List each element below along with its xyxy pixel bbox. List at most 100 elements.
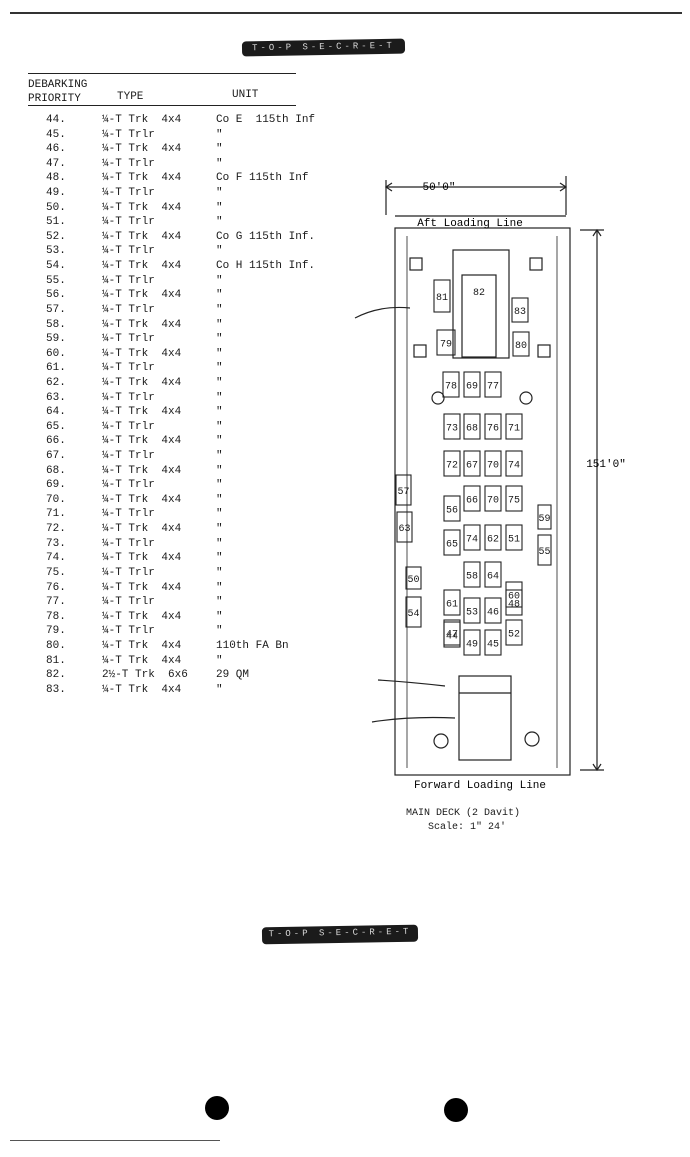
header-type: TYPE	[117, 91, 144, 103]
vehicle-slot	[511, 297, 529, 323]
top-page-rule	[10, 12, 682, 14]
vehicle-82-box	[461, 274, 497, 358]
priority-cell: 44.	[46, 114, 66, 126]
priority-cell: 67.	[46, 450, 66, 463]
unit-cell: "	[216, 435, 223, 448]
header-priority-line2: PRIORITY	[28, 93, 81, 105]
type-cell: ¼-T Trlr	[102, 479, 155, 492]
table-row: 51.¼-T Trlr"	[28, 215, 348, 230]
table-row: 49.¼-T Trlr"	[28, 186, 348, 201]
davit-square-4	[537, 344, 551, 358]
type-cell: 2½-T Trk 6x6	[102, 669, 188, 682]
vehicle-number-label: 77	[487, 382, 499, 393]
forward-loading-line-label: Forward Loading Line	[414, 780, 546, 792]
vehicle-number-label: 74	[508, 461, 520, 472]
priority-cell: 64.	[46, 406, 66, 419]
unit-cell: "	[216, 654, 223, 667]
priority-cell: 69.	[46, 479, 66, 492]
unit-cell: "	[216, 187, 223, 200]
type-cell: ¼-T Trlr	[102, 245, 155, 258]
table-row: 64.¼-T Trk 4x4"	[28, 405, 348, 420]
priority-cell: 80.	[46, 639, 66, 652]
unit-cell: "	[216, 406, 223, 419]
vehicle-number-label: 44	[446, 632, 458, 643]
unit-cell: "	[216, 537, 223, 550]
type-cell: ¼-T Trlr	[102, 187, 155, 200]
vehicle-slot	[442, 371, 460, 398]
vehicle-number-label: 48	[508, 600, 520, 611]
table-row: 59.¼-T Trlr"	[28, 332, 348, 347]
table-row: 79.¼-T Trlr"	[28, 624, 348, 639]
unit-cell: "	[216, 376, 223, 389]
davit-square-1	[409, 257, 423, 271]
type-cell: ¼-T Trlr	[102, 391, 155, 404]
table-row: 58.¼-T Trk 4x4"	[28, 318, 348, 333]
unit-cell: "	[216, 493, 223, 506]
unit-cell: "	[216, 333, 223, 346]
table-row: 53.¼-T Trlr"	[28, 244, 348, 259]
unit-cell: "	[216, 625, 223, 638]
table-row: 73.¼-T Trlr"	[28, 537, 348, 552]
type-cell: ¼-T Trk 4x4	[102, 683, 182, 696]
priority-cell: 65.	[46, 420, 66, 433]
unit-cell: "	[216, 201, 223, 214]
priority-cell: 51.	[46, 216, 66, 229]
table-row: 61.¼-T Trlr"	[28, 361, 348, 376]
bitt-2	[519, 391, 533, 405]
table-row: 45.¼-T Trlr"	[28, 128, 348, 143]
vehicle-number-label: 68	[466, 424, 478, 435]
vehicle-slot	[484, 629, 502, 656]
unit-cell: "	[216, 450, 223, 463]
table-row: 68.¼-T Trk 4x4"	[28, 464, 348, 479]
vehicle-number-label: 79	[440, 340, 452, 351]
vehicle-number-label: 67	[466, 461, 478, 472]
type-cell: ¼-T Trk 4x4	[102, 318, 182, 331]
table-row: 76.¼-T Trk 4x4"	[28, 581, 348, 596]
vehicle-slot	[405, 596, 422, 628]
vehicle-number-label: 50	[407, 575, 419, 586]
type-cell: ¼-T Trk 4x4	[102, 172, 182, 185]
vehicle-number-label: 73	[446, 424, 458, 435]
unit-cell: "	[216, 303, 223, 316]
classification-bottom-text: T-O-P S-E-C-R-E-T	[268, 926, 412, 940]
type-cell: ¼-T Trlr	[102, 537, 155, 550]
bitt-3	[433, 733, 449, 749]
vehicle-slot	[436, 329, 456, 356]
vehicle-slot	[537, 534, 552, 566]
unit-cell: "	[216, 420, 223, 433]
deck-outline	[394, 227, 571, 776]
unit-cell: "	[216, 143, 223, 156]
vehicle-number-label: 70	[487, 496, 499, 507]
unit-cell: "	[216, 157, 223, 170]
priority-cell: 62.	[46, 376, 66, 389]
table-row: 56.¼-T Trk 4x4"	[28, 288, 348, 303]
priority-cell: 52.	[46, 230, 66, 243]
width-dimension-label: 50'0"	[422, 182, 455, 194]
vehicle-number-label: 51	[508, 535, 520, 546]
table-row: 66.¼-T Trk 4x4"	[28, 434, 348, 449]
vehicle-number-label: 71	[508, 424, 520, 435]
priority-cell: 79.	[46, 625, 66, 638]
unit-cell: "	[216, 683, 223, 696]
header-bottom-rule	[28, 105, 296, 106]
unit-cell: "	[216, 523, 223, 536]
table-row: 55.¼-T Trlr"	[28, 274, 348, 289]
vehicle-number-label: 52	[508, 630, 520, 641]
vehicle-slot	[505, 619, 523, 646]
unit-cell: "	[216, 610, 223, 623]
vehicle-slot	[505, 450, 523, 477]
unit-cell: "	[216, 274, 223, 287]
type-cell: ¼-T Trk 4x4	[102, 493, 182, 506]
table-row: 69.¼-T Trlr"	[28, 478, 348, 493]
unit-cell: Co H 115th Inf.	[216, 260, 316, 273]
vehicle-slot	[396, 511, 413, 543]
vehicle-number-label: 78	[445, 382, 457, 393]
vehicle-slot	[463, 524, 481, 551]
unit-cell: "	[216, 596, 223, 609]
priority-cell: 57.	[46, 303, 66, 316]
type-cell: ¼-T Trlr	[102, 596, 155, 609]
table-row: 71.¼-T Trlr"	[28, 507, 348, 522]
table-row: 47.¼-T Trlr"	[28, 157, 348, 172]
